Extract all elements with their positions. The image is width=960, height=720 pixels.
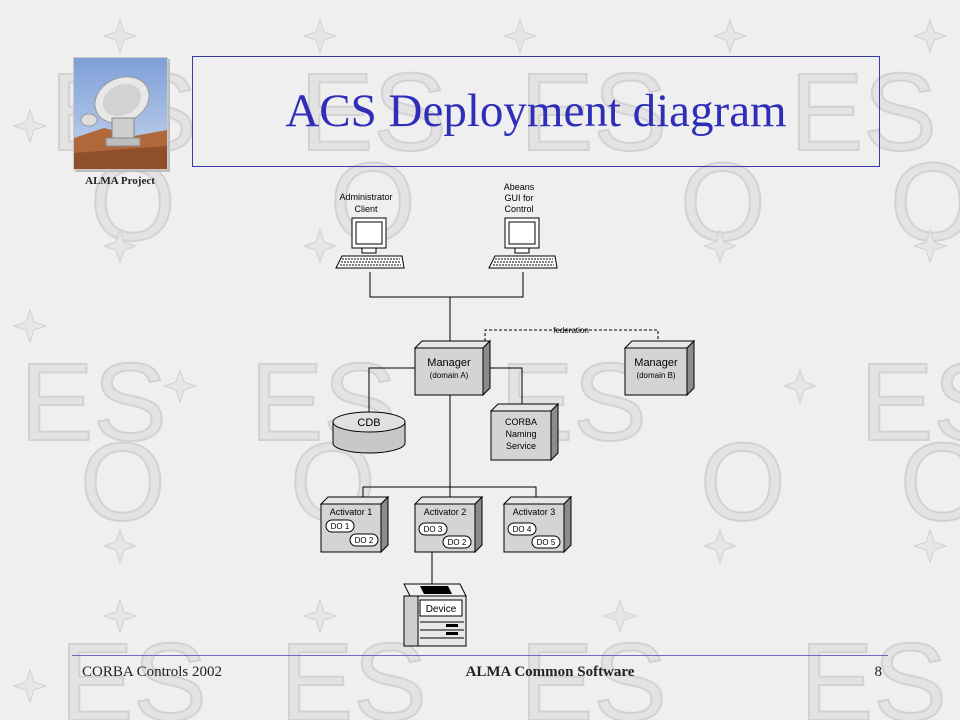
computer-icon	[336, 218, 404, 268]
activator-1-do-b: DO 2	[355, 536, 374, 545]
footer-left: CORBA Controls 2002	[82, 664, 222, 681]
activator-3-label: Activator 3	[513, 507, 556, 517]
naming-label-line2: Naming	[505, 429, 536, 439]
footer-center: ALMA Common Software	[430, 664, 670, 681]
federation-label: federation	[553, 326, 589, 335]
admin-client-label-line2: Client	[354, 204, 378, 214]
admin-client-label-line1: Administrator	[339, 192, 392, 202]
activator-1-label: Activator 1	[330, 507, 373, 517]
abeans-gui-label-line2: GUI for	[504, 193, 533, 203]
footer-divider	[72, 655, 888, 656]
manager-b-label: Manager	[634, 357, 678, 369]
page-number: 8	[862, 664, 882, 681]
manager-a-label: Manager	[427, 357, 471, 369]
naming-label-line3: Service	[506, 441, 536, 451]
abeans-gui-label-line1: Abeans	[504, 182, 535, 192]
activator-3-do-a: DO 4	[513, 525, 532, 534]
activator-2-do-b: DO 2	[448, 538, 467, 547]
abeans-gui-label-line3: Control	[504, 204, 533, 214]
computer-icon	[489, 218, 557, 268]
manager-a-domain: (domain A)	[430, 371, 469, 380]
activator-2-do-a: DO 3	[424, 525, 443, 534]
activator-2-label: Activator 2	[424, 507, 467, 517]
cdb-label: CDB	[357, 417, 380, 429]
manager-b-domain: (domain B)	[636, 371, 675, 380]
printer-icon	[404, 584, 466, 646]
naming-label-line1: CORBA	[505, 417, 537, 427]
activator-3-do-b: DO 5	[537, 538, 556, 547]
activator-1-do-a: DO 1	[331, 522, 350, 531]
device-label: Device	[426, 604, 457, 615]
